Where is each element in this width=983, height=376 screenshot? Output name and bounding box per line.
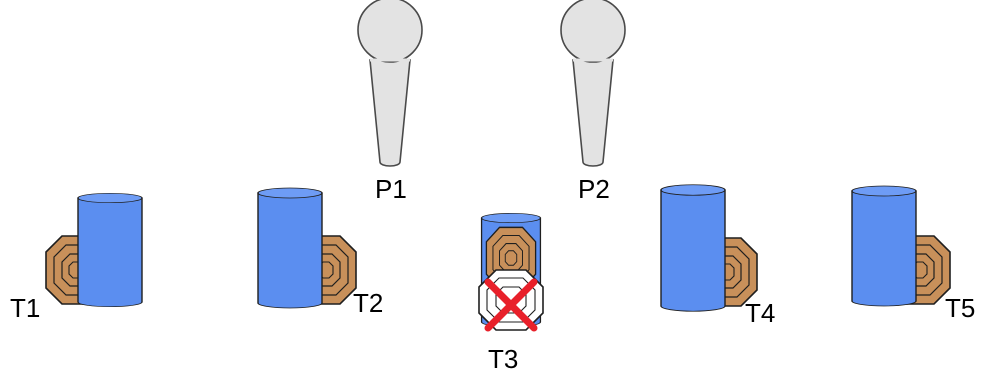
target-label-t3: T3 [488,344,519,374]
cylinder-icon [257,187,323,309]
cross-icon [484,278,538,332]
player-label-p2: P2 [578,174,610,204]
paddle-icon [356,0,424,168]
target-label-t2: T2 [353,288,384,318]
target-t1 [45,192,143,308]
paddle-icon [559,0,627,168]
target-label-t5: T5 [945,293,976,323]
player-p1 [356,0,424,168]
target-t2 [257,187,357,309]
player-label-p1: P1 [375,174,407,204]
cylinder-icon [77,192,143,308]
target-label-t1: T1 [10,293,41,323]
target-t5 [851,185,951,307]
cylinder-icon [851,185,917,307]
target-t3 [478,212,544,332]
target-label-t4: T4 [745,298,776,328]
player-p2 [559,0,627,168]
target-t4 [660,184,758,312]
cylinder-icon [660,184,726,312]
